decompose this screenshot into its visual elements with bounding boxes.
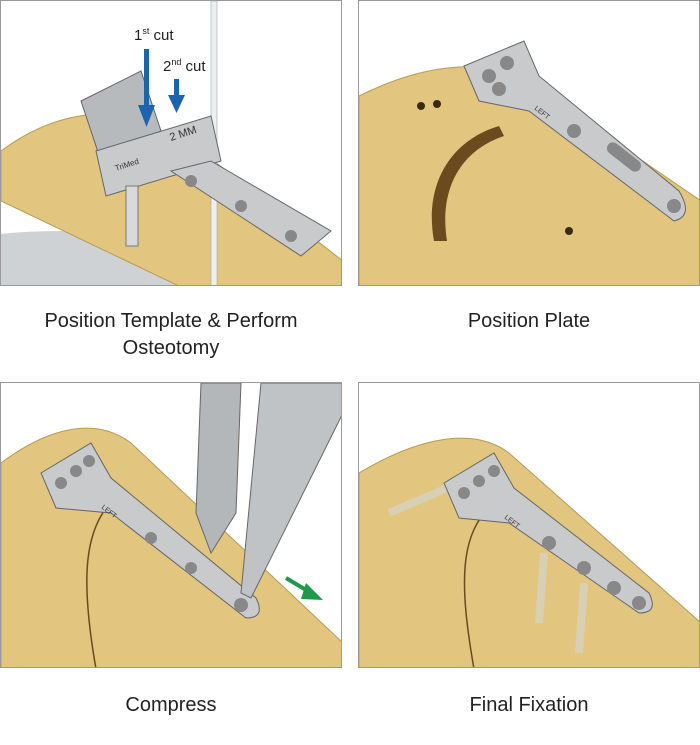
step-2-illustration: LEFT (358, 0, 700, 286)
second-cut-arrow (168, 79, 185, 113)
step-3-caption: Compress (125, 694, 217, 716)
step-2-caption: Position Plate (467, 310, 591, 332)
compress-image: LEFT (1, 383, 341, 667)
first-cut-arrow (138, 49, 155, 127)
step-4-caption: Final Fixation (469, 694, 589, 716)
first-cut-label: 1st cut (134, 26, 174, 44)
osteotomy-template-image: 2 MM TriMed (1, 1, 341, 285)
position-plate-image: LEFT (359, 40, 699, 285)
step-3-illustration: LEFT (0, 382, 342, 668)
step-4-illustration: LEFT (358, 382, 700, 668)
final-fixation-image: LEFT (359, 437, 699, 667)
second-cut-label: 2nd cut (163, 57, 206, 75)
step-1-illustration: 2 MM TriMed 1st cut 2nd cut (0, 0, 342, 286)
compression-direction-arrow (284, 576, 323, 600)
